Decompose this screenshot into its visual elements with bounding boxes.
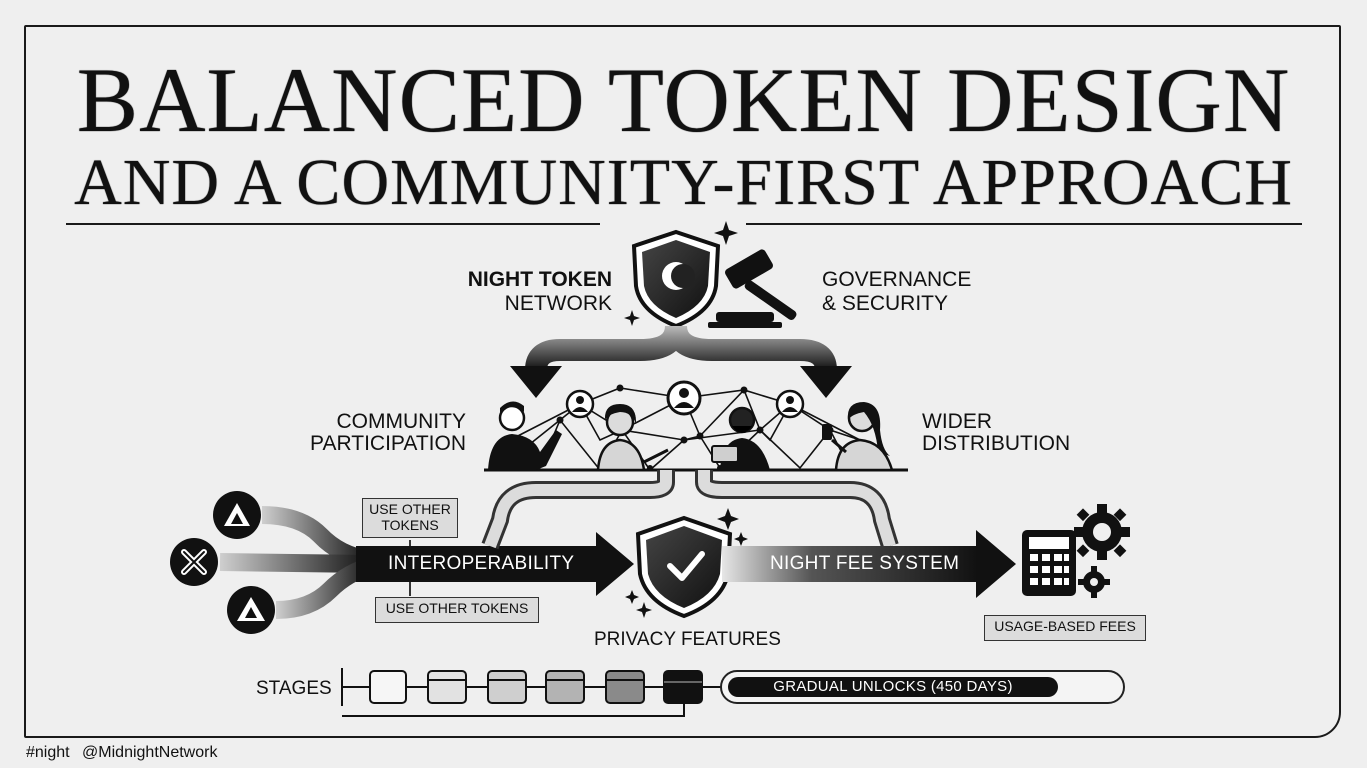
network-label: NETWORK	[504, 292, 612, 315]
community-label-1: COMMUNITY	[336, 410, 467, 433]
footer: #night @MidnightNetwork	[26, 744, 225, 762]
stages-label: STAGES	[256, 678, 332, 699]
frame-border	[24, 25, 1341, 738]
title-line-2: AND A COMMUNITY-FIRST APPROACH	[74, 146, 1293, 219]
gear-icon	[1074, 504, 1130, 560]
governance-label-1: GOVERNANCE	[822, 268, 972, 291]
shield-check-icon	[635, 515, 733, 619]
title-line-1: BALANCED TOKEN DESIGN	[76, 49, 1291, 151]
wider-label-1: WIDER	[922, 410, 992, 433]
cross-token-icon	[170, 538, 218, 586]
stages-timeline	[341, 668, 722, 717]
night-fee-system-label: NIGHT FEE SYSTEM	[770, 553, 960, 574]
title-rule-right	[746, 223, 1302, 225]
usage-based-fees-tag: USAGE-BASED FEES	[984, 615, 1146, 641]
calculator-icon	[1022, 530, 1076, 596]
split-arrows	[510, 324, 852, 398]
tag-top-line-1: USE OTHER	[369, 501, 451, 517]
title-rule-left	[66, 223, 600, 225]
use-other-tokens-tag-bottom: USE OTHER TOKENS	[375, 597, 539, 623]
privacy-features-label: PRIVACY FEATURES	[594, 629, 781, 650]
shield-moon-icon	[631, 229, 721, 329]
gradual-unlocks-label: GRADUAL UNLOCKS (450 DAYS)	[728, 677, 1058, 697]
use-other-tokens-tag-top: USE OTHER TOKENS	[362, 498, 458, 538]
gavel-icon	[708, 249, 797, 328]
night-token-label: NIGHT TOKEN	[467, 268, 612, 291]
community-label-2: PARTICIPATION	[310, 432, 466, 455]
governance-label-2: & SECURITY	[822, 292, 949, 315]
night-fee-arrow	[722, 530, 1016, 598]
avalanche-token-icon	[213, 491, 261, 539]
wider-label-2: DISTRIBUTION	[922, 432, 1071, 455]
people-network-icon	[484, 380, 908, 472]
interoperability-label: INTEROPERABILITY	[388, 553, 575, 574]
interoperability-arrow	[356, 532, 634, 596]
gear-icon	[1078, 566, 1110, 598]
footer-handle: @MidnightNetwork	[82, 744, 218, 761]
tag-top-line-2: TOKENS	[381, 517, 439, 533]
avalanche-token-icon	[227, 586, 275, 634]
branch-paths	[481, 470, 899, 550]
footer-hashtag: #night	[26, 744, 70, 761]
gradual-unlocks-bar: GRADUAL UNLOCKS (450 DAYS)	[720, 670, 1125, 704]
sparkle-icon	[624, 221, 748, 618]
